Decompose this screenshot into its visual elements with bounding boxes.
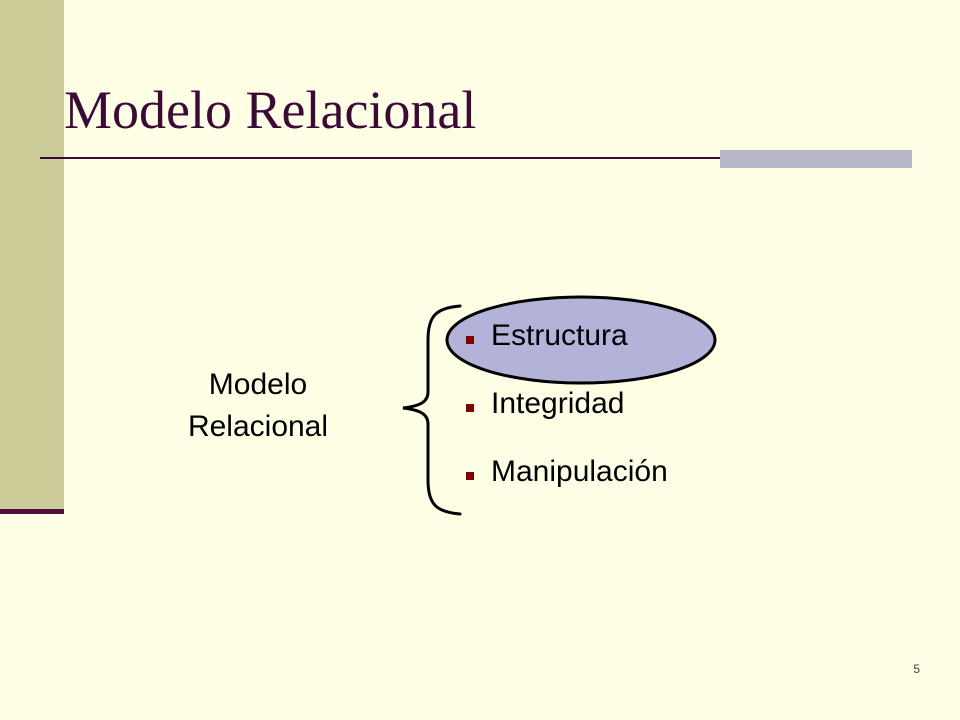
title-underline-accent [720, 150, 912, 168]
left-accent-bar-foot [0, 509, 64, 514]
bullet-label: Manipulación [491, 455, 668, 488]
square-bullet-icon [466, 472, 474, 480]
bullet-item-manipulacion: Manipulación [466, 454, 668, 522]
bullet-label: Estructura [491, 319, 628, 352]
left-accent-bar [0, 0, 64, 512]
curly-brace [402, 304, 462, 516]
title-underline [40, 157, 912, 159]
highlight-ellipse [445, 295, 717, 385]
square-bullet-icon [466, 336, 474, 344]
bullet-item-integridad: Integridad [466, 386, 668, 454]
square-bullet-icon [466, 404, 474, 412]
concept-label: Modelo Relacional [187, 368, 329, 443]
bullet-item-estructura: Estructura [466, 318, 668, 386]
bullet-label: Integridad [491, 387, 625, 420]
page-number: 5 [913, 662, 920, 676]
bullet-list: Estructura Integridad Manipulación [466, 318, 668, 522]
slide-title: Modelo Relacional [64, 80, 477, 140]
